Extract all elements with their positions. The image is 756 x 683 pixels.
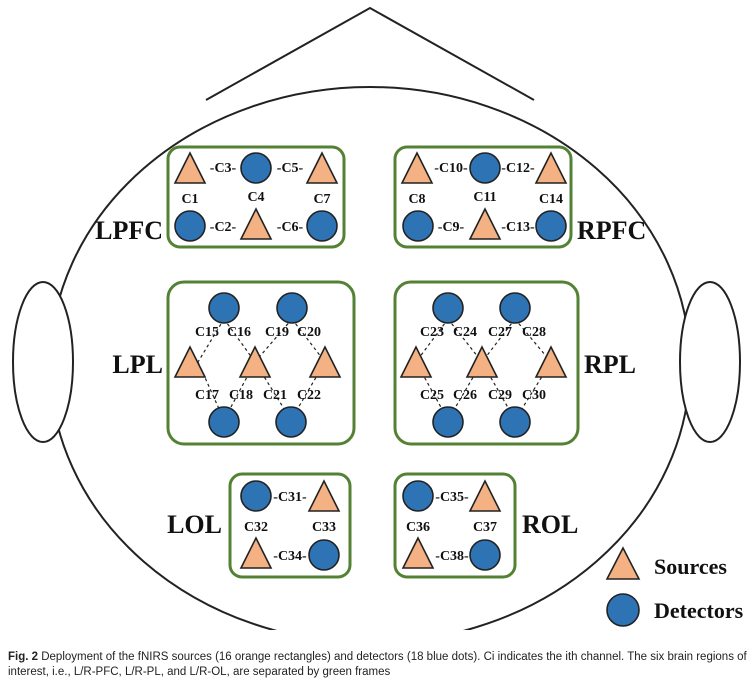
channel-label: -C10- [434, 161, 468, 176]
region-label-rpfc: RPFC [577, 216, 646, 245]
detector-icon [174, 210, 206, 242]
channel-label: C8 [408, 192, 425, 207]
channel-label: -C35- [435, 490, 469, 505]
channel-label: C4 [247, 190, 264, 205]
detector-icon [240, 480, 272, 512]
detector-icon [402, 480, 434, 512]
source-icon [309, 346, 341, 378]
channel-label: C19 [265, 325, 289, 340]
channel-label: -C6- [277, 220, 304, 235]
source-icon [402, 537, 434, 569]
detector-icon [308, 539, 340, 571]
channel-label: C21 [263, 388, 287, 403]
detector-icon [535, 210, 567, 242]
detector-icon [499, 406, 531, 438]
channel-label: C25 [420, 388, 444, 403]
caption-text: Deployment of the fNIRS sources (16 oran… [8, 651, 747, 678]
channel-label: C22 [297, 388, 321, 403]
channel-label: C26 [453, 388, 477, 403]
detector-icon [469, 539, 501, 571]
region-label-lol: LOL [167, 510, 222, 539]
detector-icon [275, 406, 307, 438]
channel-label: C15 [195, 325, 219, 340]
detector-icon [208, 406, 240, 438]
channel-label: C17 [195, 388, 219, 403]
region-frame-lol [228, 472, 352, 579]
right-ear [679, 281, 741, 443]
legend: Sources Detectors [605, 546, 744, 627]
channel-label: -C9- [438, 220, 465, 235]
region-frame-rpfc [393, 145, 573, 249]
nose-outline [205, 6, 535, 101]
source-icon [466, 346, 498, 378]
figure-caption: Fig. 2 Deployment of the fNIRS sources (… [8, 650, 748, 680]
region-frame-rpl [393, 280, 580, 446]
legend-detectors-label: Detectors [654, 598, 744, 623]
channel-label: -C38- [435, 549, 469, 564]
channel-label: C37 [473, 520, 497, 535]
region-label-rpl: RPL [584, 350, 636, 379]
left-ear [12, 281, 74, 443]
channel-label: C18 [229, 388, 253, 403]
region-label-rol: ROL [522, 510, 578, 539]
channel-label: C27 [488, 325, 512, 340]
detector-icon [432, 292, 464, 324]
detector-icon [276, 292, 308, 324]
channel-label: -C12- [501, 161, 535, 176]
channel-label: -C13- [501, 220, 535, 235]
detector-icon [240, 152, 272, 184]
source-icon [308, 480, 340, 512]
caption-figure-number: Fig. 2 [8, 651, 39, 663]
detector-icon [208, 292, 240, 324]
channel-label: C29 [488, 388, 512, 403]
channel-label: C7 [313, 192, 330, 207]
channel-label: C36 [406, 520, 430, 535]
channel-label: C14 [539, 192, 563, 207]
region-label-lpl: LPL [112, 350, 163, 379]
channel-label: C23 [420, 325, 444, 340]
channel-label: C24 [453, 325, 477, 340]
legend-detector-icon [606, 593, 640, 627]
channel-label: C16 [227, 325, 251, 340]
source-icon [535, 346, 567, 378]
channel-label: C28 [522, 325, 546, 340]
legend-sources-label: Sources [654, 554, 727, 579]
channel-label: C1 [181, 192, 198, 207]
source-icon [400, 346, 432, 378]
channel-label: -C2- [210, 220, 237, 235]
channel-label: -C5- [277, 161, 304, 176]
region-frame-lpfc [166, 145, 346, 249]
source-icon [174, 152, 206, 184]
detector-icon [499, 292, 531, 324]
channel-label: C20 [297, 325, 321, 340]
source-icon [239, 346, 271, 378]
source-icon [401, 152, 433, 184]
source-icon [469, 480, 501, 512]
channel-label: -C3- [210, 161, 237, 176]
source-icon [306, 152, 338, 184]
channel-label: -C31- [273, 490, 307, 505]
channel-label: C30 [522, 388, 546, 403]
detector-icon [469, 152, 501, 184]
detector-icon [402, 210, 434, 242]
channel-label: C11 [473, 190, 496, 205]
source-icon [240, 537, 272, 569]
source-icon [469, 208, 501, 240]
source-icon [174, 346, 206, 378]
detector-icon [432, 406, 464, 438]
channel-label: -C34- [273, 549, 307, 564]
region-label-lpfc: LPFC [95, 216, 163, 245]
detector-icon [306, 210, 338, 242]
channel-label: C33 [312, 520, 336, 535]
region-frame-rol [393, 472, 517, 579]
legend-source-icon [605, 546, 641, 580]
source-icon [535, 152, 567, 184]
source-icon [240, 208, 272, 240]
region-frame-lpl [166, 280, 356, 446]
fnirs-montage-diagram: -C3- -C5- C1 C4 C7 -C2- -C6- -C10- -C12-… [12, 6, 744, 630]
channel-label: C32 [244, 520, 268, 535]
